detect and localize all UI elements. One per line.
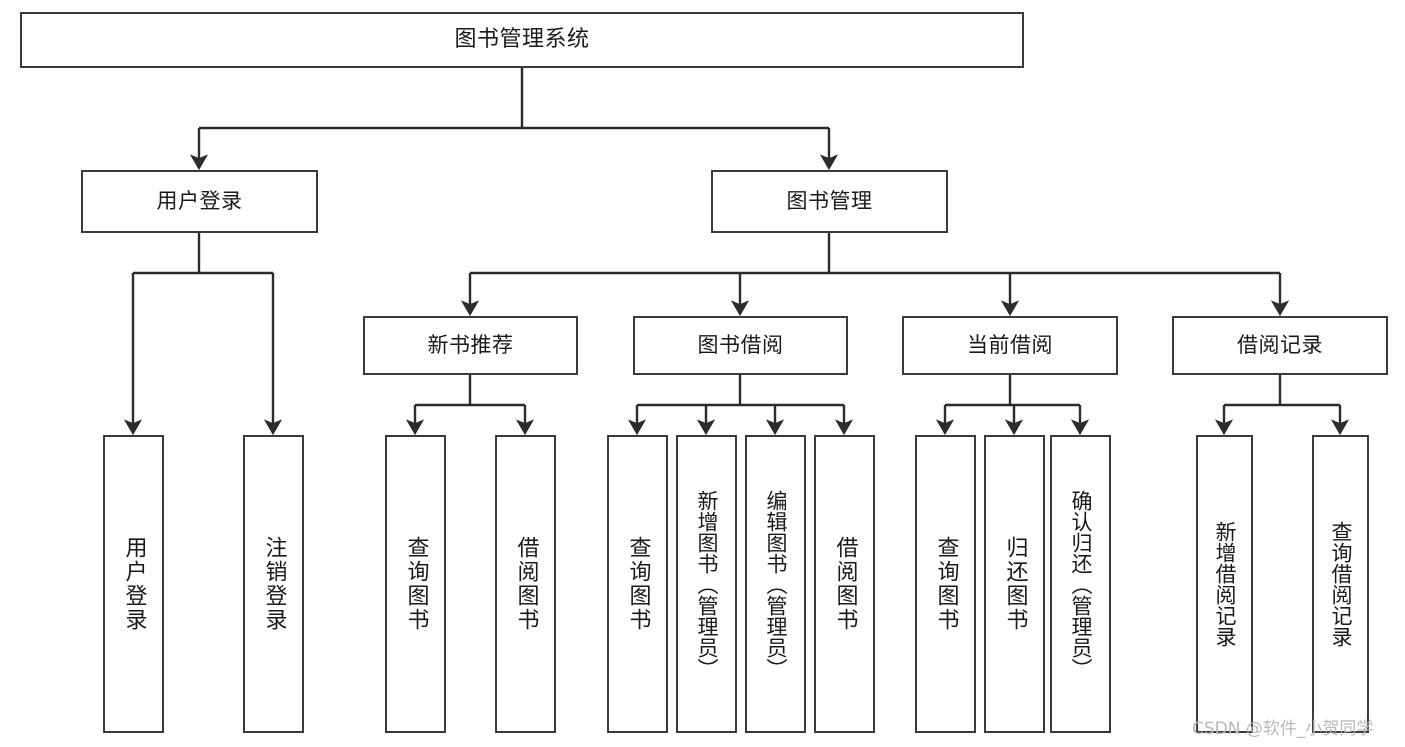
node-borrow-record[interactable]: 借阅记录	[1172, 316, 1388, 375]
node-leaf-borrow-book-1[interactable]: 借阅图书	[495, 435, 556, 733]
node-leaf-user-login[interactable]: 用户登录	[103, 435, 164, 733]
node-leaf-borrow-book-2-label: 借阅图书	[832, 536, 858, 632]
node-leaf-query-book-1[interactable]: 查询图书	[385, 435, 446, 733]
node-book-borrow-label: 图书借阅	[697, 333, 784, 358]
node-leaf-add-record-label: 新增借阅记录	[1213, 521, 1237, 647]
node-leaf-query-record[interactable]: 查询借阅记录	[1312, 435, 1369, 733]
node-leaf-query-record-label: 查询借阅记录	[1329, 521, 1353, 647]
node-leaf-query-book-1-label: 查询图书	[403, 536, 429, 632]
node-leaf-query-book-2-label: 查询图书	[625, 536, 651, 632]
node-new-book-rec-label: 新书推荐	[427, 333, 514, 358]
node-leaf-query-book-2[interactable]: 查询图书	[607, 435, 668, 733]
node-leaf-query-book-3-label: 查询图书	[933, 536, 959, 632]
node-leaf-confirm-return[interactable]: 确认归还（管理员）	[1050, 435, 1111, 733]
node-borrow-record-label: 借阅记录	[1237, 333, 1323, 358]
node-leaf-borrow-book-1-label: 借阅图书	[513, 536, 539, 632]
node-current-borrow[interactable]: 当前借阅	[902, 316, 1118, 375]
node-current-borrow-label: 当前借阅	[967, 333, 1053, 358]
node-leaf-confirm-return-label: 确认归还（管理员）	[1069, 489, 1093, 679]
node-book-borrow[interactable]: 图书借阅	[633, 316, 848, 375]
node-leaf-return-book-label: 归还图书	[1002, 536, 1028, 632]
node-root[interactable]: 图书管理系统	[20, 12, 1024, 68]
node-leaf-user-login-label: 用户登录	[121, 536, 147, 632]
node-book-manage-label: 图书管理	[786, 189, 873, 214]
node-leaf-add-record[interactable]: 新增借阅记录	[1196, 435, 1253, 733]
node-leaf-borrow-book-2[interactable]: 借阅图书	[814, 435, 875, 733]
node-user-login[interactable]: 用户登录	[81, 170, 318, 233]
csdn-watermark: CSDN @软件_小贺同学	[1192, 719, 1374, 739]
node-user-login-label: 用户登录	[156, 189, 243, 214]
node-leaf-query-book-3[interactable]: 查询图书	[915, 435, 976, 733]
node-root-label: 图书管理系统	[454, 27, 590, 53]
node-book-manage[interactable]: 图书管理	[711, 170, 948, 233]
node-leaf-return-book[interactable]: 归还图书	[984, 435, 1045, 733]
node-leaf-add-book-label: 新增图书（管理员）	[695, 489, 719, 679]
node-leaf-add-book[interactable]: 新增图书（管理员）	[676, 435, 737, 733]
node-leaf-logout[interactable]: 注销登录	[243, 435, 304, 733]
node-new-book-rec[interactable]: 新书推荐	[363, 316, 578, 375]
node-leaf-edit-book[interactable]: 编辑图书（管理员）	[745, 435, 806, 733]
node-leaf-edit-book-label: 编辑图书（管理员）	[764, 489, 788, 679]
node-leaf-logout-label: 注销登录	[261, 536, 287, 632]
